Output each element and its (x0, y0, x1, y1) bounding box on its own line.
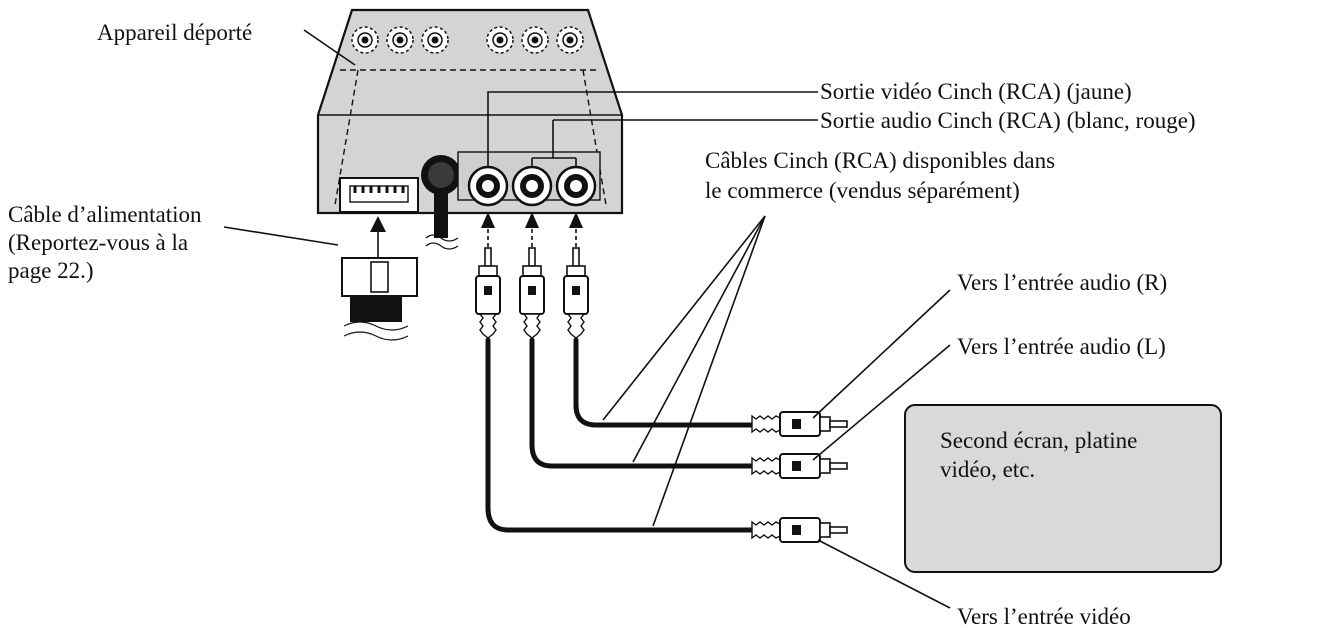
power-cable-label-line3: page 22.) (8, 258, 94, 283)
insertion-arrows (481, 212, 583, 248)
cables-label-line2: le commerce (vendus séparément) (705, 178, 1020, 203)
audio-input-r-label: Vers l’entrée audio (R) (957, 270, 1167, 295)
rca-plug-to-video (751, 517, 848, 543)
power-cable-label-line1: Câble d’alimentation (8, 202, 202, 227)
audio-input-l-label: Vers l’entrée audio (L) (957, 334, 1166, 359)
cable-video (485, 337, 763, 533)
video-input-label: Vers l’entrée vidéo (957, 604, 1131, 629)
cables-label-line1: Câbles Cinch (RCA) disponibles dans (705, 148, 1055, 173)
rca-plug-audio-left (519, 247, 545, 339)
second-screen-box (904, 404, 1222, 573)
power-plug (341, 216, 418, 341)
second-screen-label-line2: vidéo, etc. (940, 457, 1035, 482)
cable-audio-right (573, 337, 763, 428)
rca-plug-video (475, 247, 501, 339)
audio-output-label: Sortie audio Cinch (RCA) (blanc, rouge) (820, 108, 1196, 133)
remote-unit-label: Appareil déporté (97, 20, 252, 45)
cable-audio-left (529, 337, 763, 469)
rca-plug-to-audio-l (751, 453, 848, 479)
power-cable-label-line2: (Reportez-vous à la (8, 230, 188, 255)
remote-unit (316, 8, 624, 215)
rca-plug-to-audio-r (751, 411, 848, 437)
video-output-label: Sortie vidéo Cinch (RCA) (jaune) (820, 79, 1132, 104)
rca-plug-audio-right (563, 247, 589, 339)
second-screen-label-line1: Second écran, platine (940, 428, 1137, 453)
